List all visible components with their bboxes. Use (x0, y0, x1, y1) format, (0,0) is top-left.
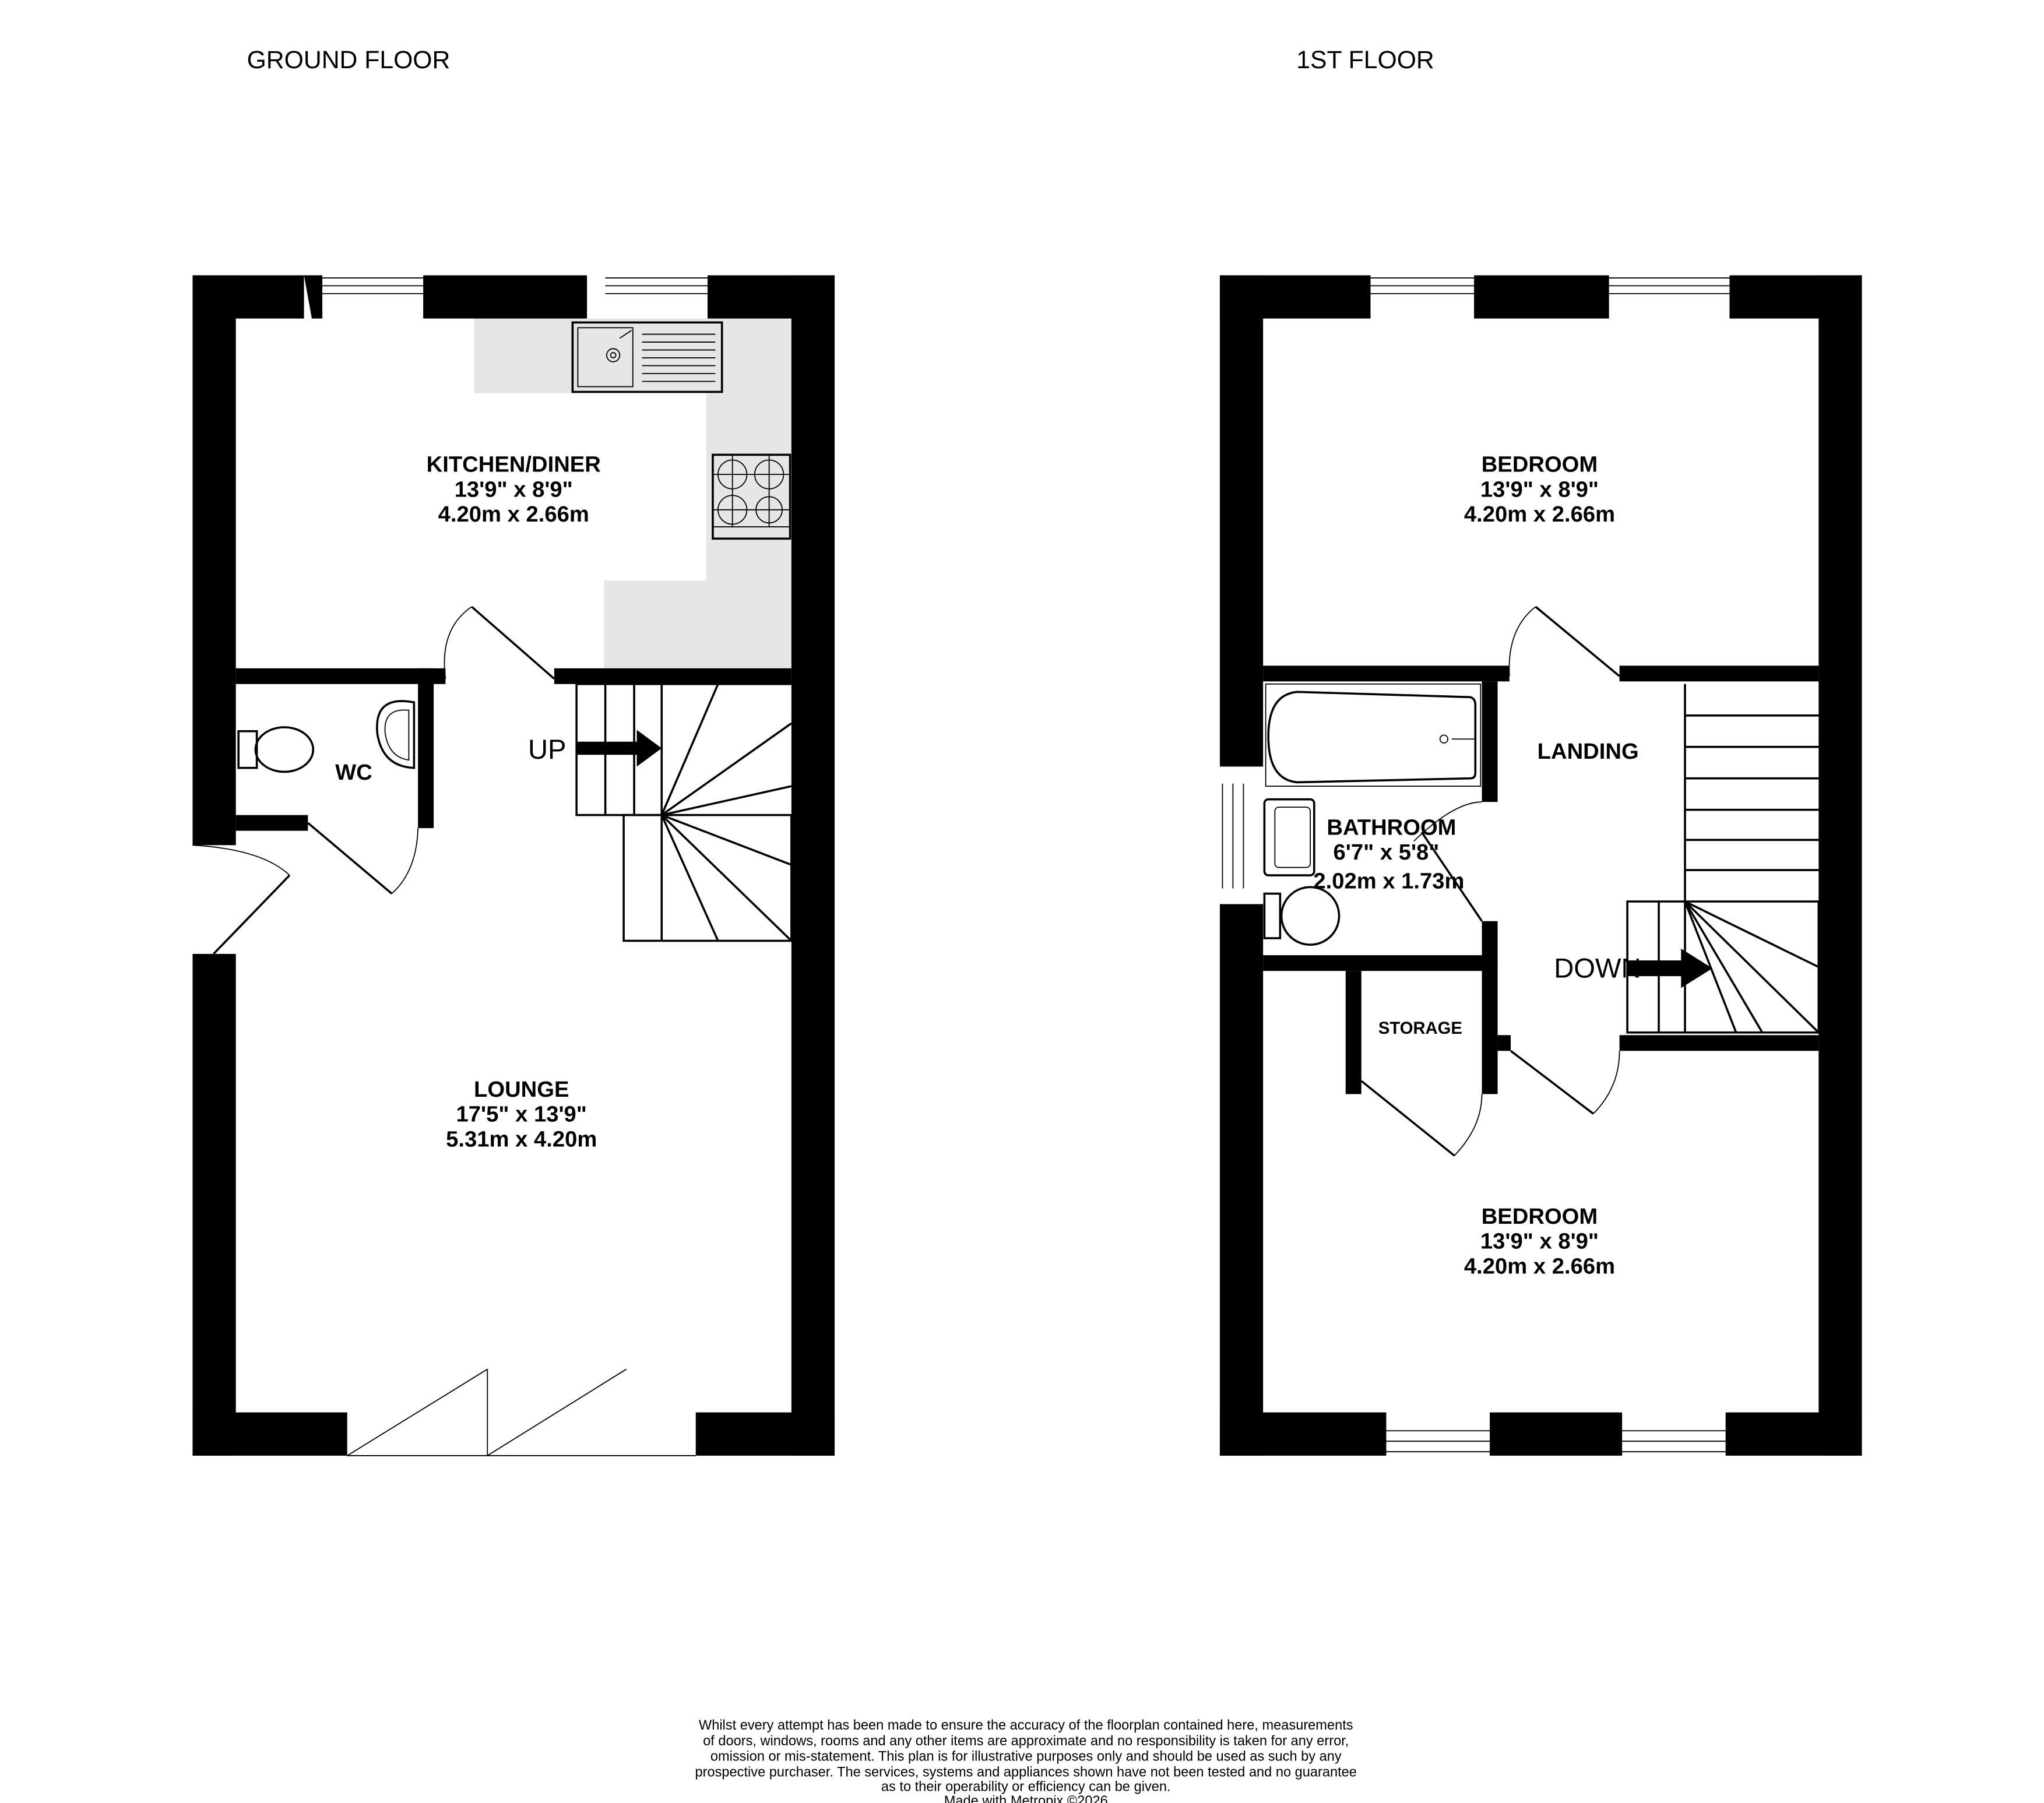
svg-text:BATHROOM: BATHROOM (1327, 815, 1456, 840)
svg-text:2.02m x 1.73m: 2.02m x 1.73m (1313, 869, 1464, 894)
bath (1265, 683, 1482, 787)
window (1370, 277, 1475, 294)
svg-text:6'7" x 5'8": 6'7" x 5'8" (1334, 840, 1440, 865)
svg-text:4.20m x 2.66m: 4.20m x 2.66m (1464, 1253, 1615, 1279)
room-bedroom-1: BEDROOM 13'9" x 8'9" 4.20m x 2.66m (1464, 452, 1615, 527)
ground-floor-plan: UP KITCHEN/DINER 13'9" x 8'9" 4.20m x 2.… (192, 275, 835, 1456)
svg-text:13'9" x 8'9": 13'9" x 8'9" (455, 477, 573, 502)
svg-text:17'5" x 13'9": 17'5" x 13'9" (456, 1102, 587, 1127)
svg-text:as to their operability or eff: as to their operability or efficiency ca… (881, 1779, 1171, 1794)
svg-text:prospective purchaser. The ser: prospective purchaser. The services, sys… (695, 1765, 1357, 1780)
toilet (237, 726, 315, 773)
svg-text:5.31m x 4.20m: 5.31m x 4.20m (446, 1126, 597, 1151)
svg-text:LOUNGE: LOUNGE (474, 1077, 569, 1102)
kitchen-sink (571, 321, 723, 393)
svg-text:KITCHEN/DINER: KITCHEN/DINER (427, 452, 601, 477)
room-bedroom-2: BEDROOM 13'9" x 8'9" 4.20m x 2.66m (1464, 1204, 1615, 1279)
ground-floor-title: GROUND FLOOR (247, 46, 451, 74)
svg-text:13'9" x 8'9": 13'9" x 8'9" (1480, 477, 1599, 502)
room-bathroom: BATHROOM 6'7" x 5'8" 2.02m x 1.73m (1313, 815, 1464, 893)
kitchen-counter (474, 318, 791, 668)
window (1609, 277, 1730, 294)
window (1622, 1430, 1726, 1453)
svg-text:BEDROOM: BEDROOM (1482, 452, 1598, 477)
stairs-up-label: UP (528, 734, 567, 765)
bedroom-door (1508, 605, 1620, 677)
window (1386, 1430, 1490, 1453)
room-kitchen-diner: KITCHEN/DINER 13'9" x 8'9" 4.20m x 2.66m (427, 452, 601, 527)
bathroom-door (1413, 801, 1483, 922)
svg-text:omission or mis-statement. Thi: omission or mis-statement. This plan is … (710, 1749, 1342, 1765)
first-floor-title: 1ST FLOOR (1296, 46, 1434, 74)
room-landing: LANDING (1538, 739, 1639, 764)
svg-text:of doors, windows, rooms and a: of doors, windows, rooms and any other i… (703, 1734, 1349, 1749)
bathroom-basin (1263, 798, 1315, 876)
hob (712, 453, 791, 540)
stairs-arrow-icon (1627, 948, 1713, 988)
bathroom-toilet (1263, 886, 1341, 946)
disclaimer: Whilst every attempt has been made to en… (695, 1718, 1357, 1803)
window (322, 277, 424, 294)
stairs-up (575, 683, 793, 942)
sliding-doors (347, 1368, 696, 1456)
svg-text:4.20m x 2.66m: 4.20m x 2.66m (438, 502, 589, 527)
front-door (192, 844, 291, 955)
room-wc: WC (335, 760, 372, 785)
window (1222, 783, 1244, 889)
svg-text:BEDROOM: BEDROOM (1482, 1204, 1598, 1229)
bedroom-2-door (1510, 1050, 1620, 1115)
window (605, 277, 708, 294)
svg-text:Whilst every attempt has been: Whilst every attempt has been made to en… (699, 1718, 1353, 1733)
svg-text:13'9" x 8'9": 13'9" x 8'9" (1480, 1229, 1599, 1254)
stairs-down-label: DOWN (1554, 953, 1641, 984)
stairs-down (1626, 684, 1820, 1034)
storage-door (1360, 1080, 1483, 1157)
wc-door (307, 822, 419, 895)
kitchen-door (444, 605, 555, 680)
basin (376, 700, 416, 769)
svg-text:4.20m x 2.66m: 4.20m x 2.66m (1464, 502, 1615, 527)
room-lounge: LOUNGE 17'5" x 13'9" 5.31m x 4.20m (446, 1077, 597, 1151)
first-floor-plan: DOWN BEDROOM 13'9" x 8'9" 4.20m x 2.66m … (1219, 275, 1862, 1456)
metropix-credit: Made with Metropix ©2026 (944, 1794, 1108, 1803)
stairs-arrow-icon (576, 730, 662, 767)
room-storage: STORAGE (1378, 1019, 1462, 1038)
